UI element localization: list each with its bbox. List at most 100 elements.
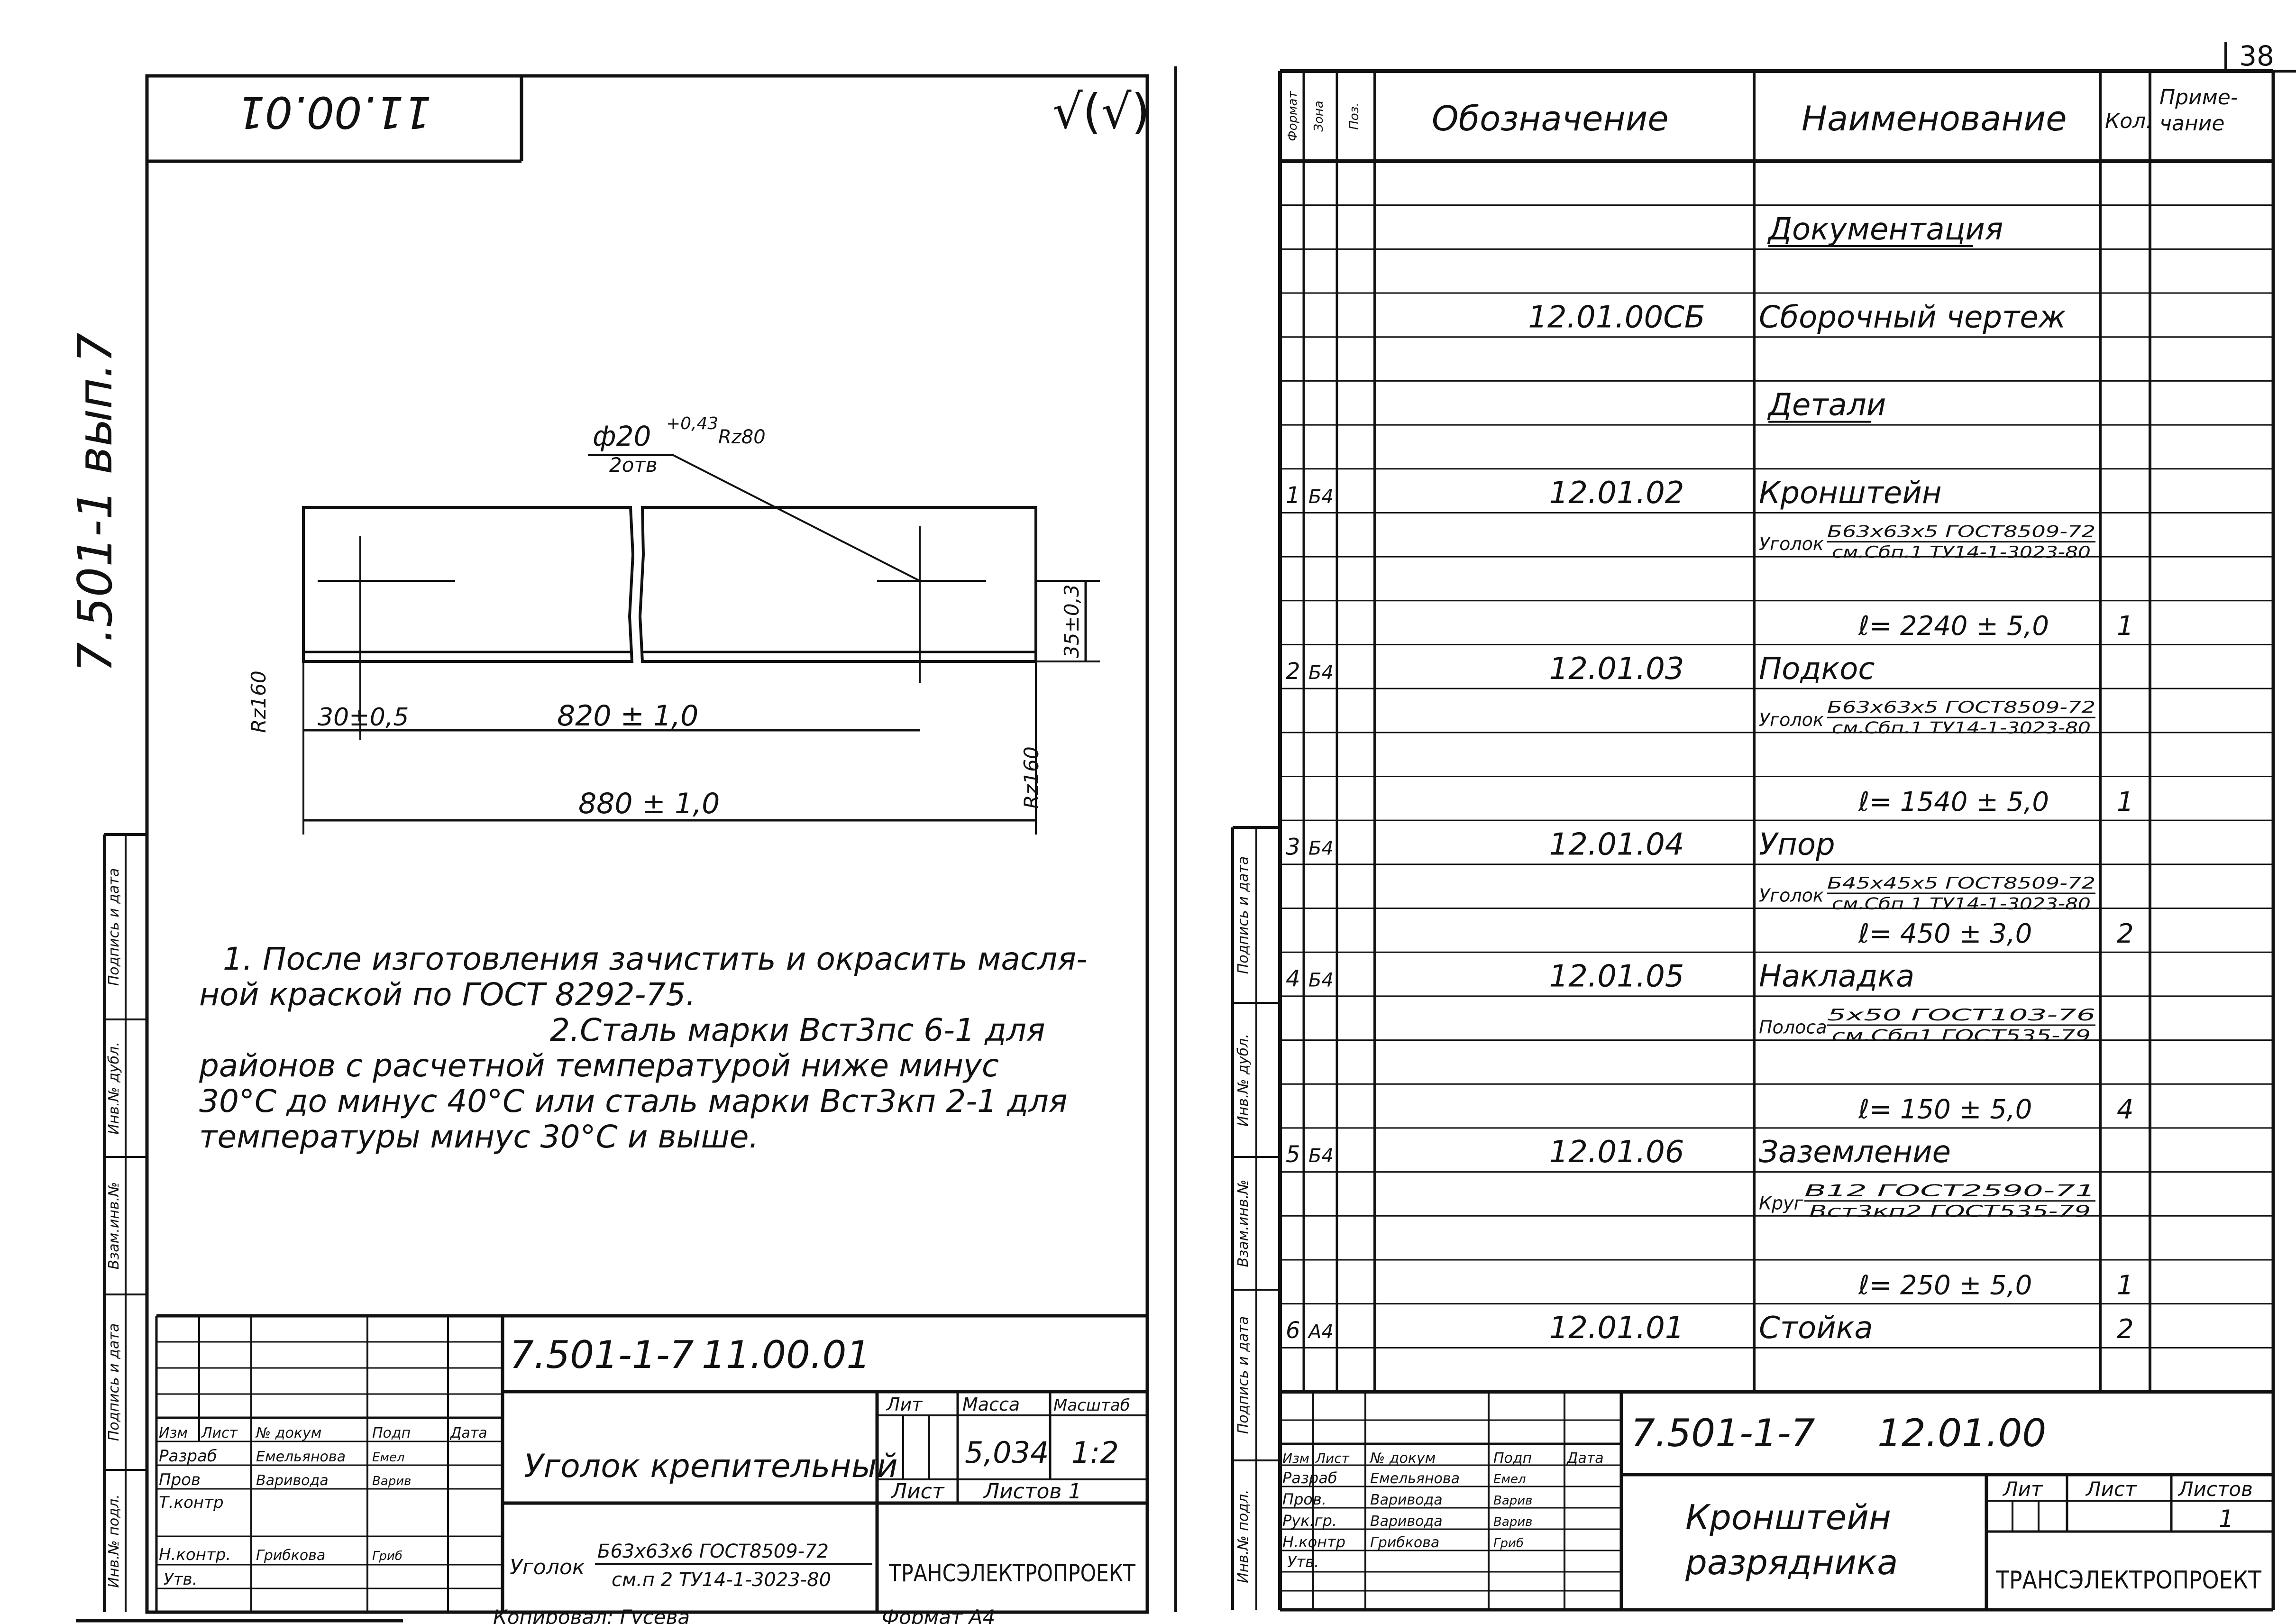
- spec-designation: 12.01.04: [1549, 827, 1684, 862]
- spec-qty: 1: [2117, 611, 2134, 642]
- left-role-5: Н.контр.: [159, 1545, 231, 1564]
- spec-designation: 12.01.05: [1549, 959, 1684, 994]
- spec-material-prefix: Уголок: [1759, 533, 1824, 554]
- left-sign-5: Гриб: [372, 1549, 402, 1563]
- spec-pos: 1: [1286, 482, 1300, 509]
- note-line-1: 1. После изготовления зачистить и окраси…: [223, 941, 1088, 977]
- r-name-3: Варивода: [1370, 1513, 1443, 1530]
- left-col-sign: Подп: [372, 1425, 411, 1441]
- spec-qty: 1: [2117, 787, 2134, 817]
- spec-name: Кронштейн: [1759, 476, 1942, 511]
- spec-format: Б4: [1308, 837, 1334, 859]
- spec-material-bottom: см.Сбп.1 ТУ14-1-3023-80: [1832, 719, 2091, 738]
- r-role-2: Пров.: [1282, 1490, 1326, 1508]
- r-col-list: Лист: [1315, 1450, 1350, 1466]
- hdr-format: Формат: [1286, 91, 1300, 141]
- spec-length: ℓ= 1540 ± 5,0: [1858, 787, 2049, 817]
- hole-roughness: Rz80: [718, 426, 766, 448]
- hdr-note-2: чание: [2159, 111, 2224, 136]
- spec-material-top: В12 ГОСТ2590-71: [1804, 1182, 2095, 1201]
- r-side-col-1: Инв.№ подл.: [1235, 1489, 1252, 1583]
- sheet-format: Формат А4: [882, 1606, 995, 1624]
- left-role-6: Утв.: [164, 1570, 197, 1589]
- spec-length: ℓ= 250 ± 5,0: [1858, 1270, 2032, 1301]
- left-frame: [145, 74, 1149, 1614]
- right-doc-number: 12.01.00: [1877, 1411, 2046, 1455]
- part-name: Уголок крепительный: [524, 1448, 898, 1485]
- hdr-pos: Поз.: [1347, 102, 1362, 130]
- right-side-columns: Инв.№ подл. Подпись и дата Взам.инв.№ Ин…: [1231, 826, 1280, 1610]
- spec-format: А4: [1307, 1321, 1334, 1343]
- left-role-2: Пров: [159, 1470, 201, 1489]
- spec-designation: 12.01.02: [1549, 476, 1684, 511]
- left-sign-2: Варив: [372, 1474, 412, 1488]
- page-number: 38: [2239, 40, 2274, 72]
- r-col-sign: Подп: [1493, 1450, 1532, 1467]
- spec-material-prefix: Полоса: [1759, 1017, 1827, 1038]
- hole-dim-tolerance: +0,43: [666, 414, 718, 433]
- edge-dimension: 30±0,5: [318, 703, 409, 732]
- spec-format: Б4: [1308, 662, 1334, 684]
- height-dimension: 35±0,3: [1060, 584, 1083, 658]
- left-role-1: Разраб: [159, 1447, 217, 1466]
- note-line-3: 2.Сталь марки Вст3пс 6-1 для: [550, 1012, 1045, 1048]
- r-role-5: Утв.: [1287, 1553, 1319, 1571]
- roughness-mark: √(√): [1052, 84, 1150, 139]
- left-title-block: 7.501-1-7 11.00.01 Уголок крепительный У…: [155, 1314, 1147, 1612]
- r-sheet-label: Лист: [2085, 1477, 2137, 1501]
- left-col-doc: № докум: [255, 1425, 321, 1441]
- r-sign-4: Гриб: [1493, 1536, 1524, 1551]
- left-role-3: Т.контр: [159, 1493, 224, 1512]
- sheet-label: Лист: [890, 1479, 945, 1504]
- technical-notes: 1. После изготовления зачистить и окраси…: [199, 941, 1088, 1155]
- center-dimension: 820 ± 1,0: [557, 699, 698, 733]
- spec-format: Б4: [1308, 1145, 1334, 1167]
- scale-value: 1:2: [1071, 1435, 1119, 1470]
- lit-label: Лит: [886, 1394, 923, 1415]
- spec-designation: 12.01.06: [1549, 1135, 1684, 1170]
- total-dimension: 880 ± 1,0: [578, 787, 720, 820]
- mass-value: 5,034: [965, 1435, 1049, 1470]
- right-org-name: ТРАНСЭЛЕКТРОПРОЕКТ: [1995, 1566, 2261, 1595]
- r-side-col-5: Подпись и дата: [1235, 856, 1252, 974]
- spec-material-prefix: Круг: [1759, 1193, 1804, 1213]
- spec-material-bottom: Вст3кп2 ГОСТ535-79: [1809, 1202, 2091, 1221]
- spec-name: Сборочный чертеж: [1759, 300, 2066, 335]
- page-number-box: 38: [2200, 40, 2296, 73]
- top-stamp-number: 11.00.01: [237, 87, 431, 138]
- hdr-zone: Зона: [1312, 101, 1326, 132]
- spec-material-bottom: см.Сбп 1 ТУ14-1-3023-80: [1832, 894, 2091, 913]
- spec-material-prefix: Уголок: [1759, 709, 1824, 730]
- r-sign-2: Варив: [1493, 1494, 1533, 1508]
- left-top-stamp: 11.00.01: [147, 76, 523, 163]
- side-col-4: Инв.№ дубл.: [106, 1042, 122, 1135]
- left-name-2: Варивода: [256, 1472, 329, 1489]
- spec-name: Накладка: [1759, 959, 1914, 994]
- left-side-columns: Инв.№ подл. Подпись и дата Взам.инв.№ Ин…: [103, 833, 147, 1612]
- r-col-doc: № докум: [1369, 1450, 1436, 1467]
- spec-name: Стойка: [1759, 1311, 1873, 1346]
- part-drawing: [302, 454, 1100, 835]
- spec-designation: 12.01.01: [1549, 1311, 1684, 1346]
- r-side-col-2: Подпись и дата: [1235, 1316, 1252, 1434]
- spec-designation: 12.01.03: [1549, 651, 1684, 687]
- r-lit-label: Лит: [2002, 1477, 2043, 1501]
- right-title-block: 7.501-1-7 12.01.00 Кронштейн разрядника …: [1280, 1390, 2273, 1610]
- hdr-note-1: Приме-: [2159, 85, 2238, 110]
- left-sign-1: Емел: [372, 1450, 405, 1465]
- spec-pos: 2: [1286, 658, 1300, 685]
- left-doc-number: 11.00.01: [702, 1333, 870, 1377]
- material-bottom: см.п 2 ТУ14-1-3023-80: [612, 1569, 831, 1591]
- r-col-date: Дата: [1566, 1450, 1604, 1467]
- material-top: Б63х63х6 ГОСТ8509-72: [597, 1541, 829, 1562]
- spec-length: ℓ= 2240 ± 5,0: [1858, 611, 2049, 642]
- spec-name: Заземление: [1759, 1135, 1951, 1170]
- left-col-date: Дата: [449, 1425, 487, 1441]
- r-name-4: Грибкова: [1370, 1534, 1439, 1551]
- left-org-name: ТРАНСЭЛЕКТРОПРОЕКТ: [888, 1560, 1135, 1587]
- spec-material-top: Б63х63х5 ГОСТ8509-72: [1827, 698, 2095, 717]
- roughness-right: Rz160: [1020, 746, 1043, 808]
- side-col-5: Подпись и дата: [106, 868, 122, 986]
- spec-designation: 12.01.00СБ: [1528, 300, 1705, 335]
